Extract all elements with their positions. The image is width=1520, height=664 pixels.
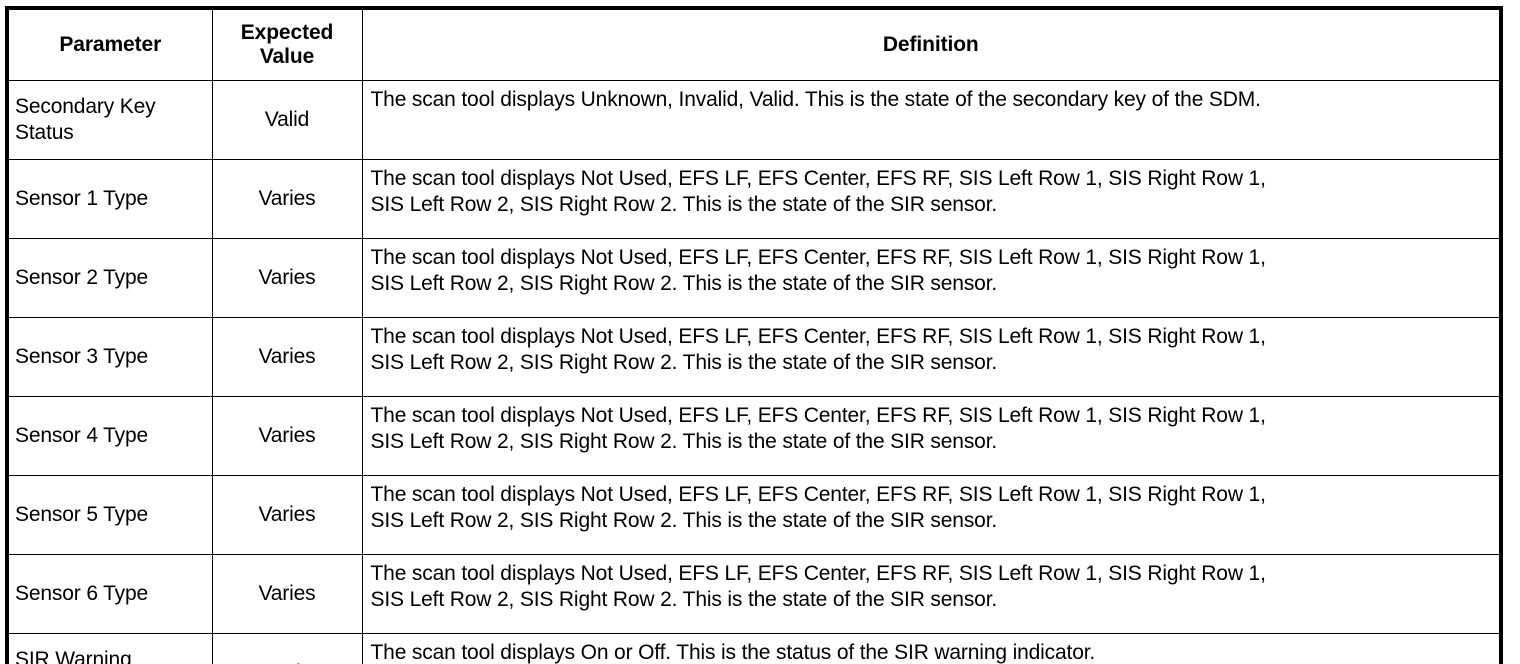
table-row: Sensor 3 Type Varies The scan tool displ…	[6, 317, 1502, 397]
cell-expected-value: Varies	[211, 475, 363, 555]
cell-definition: The scan tool displays On or Off. This i…	[361, 633, 1502, 664]
table-row: SIR Warning Indicator Inactive The scan …	[6, 633, 1502, 664]
parameter-line-1: Sensor 5 Type	[15, 503, 149, 527]
cell-parameter: Sensor 1 Type	[6, 159, 213, 239]
parameter-line-1: Sensor 2 Type	[15, 266, 149, 290]
cell-definition: The scan tool displays Not Used, EFS LF,…	[361, 238, 1502, 318]
column-header-parameter: Parameter	[6, 7, 213, 81]
table-row: Secondary Key Status Valid The scan tool…	[6, 80, 1502, 160]
column-header-expected-value-line-1: Expected	[240, 21, 334, 45]
cell-parameter: Secondary Key Status	[6, 80, 213, 160]
parameter-line-2: Status	[15, 121, 74, 144]
cell-expected-value: Varies	[211, 317, 363, 397]
table-header-row: Parameter Expected Value Definition	[6, 7, 1502, 81]
definition-line-1: The scan tool displays Not Used, EFS LF,…	[370, 167, 1266, 190]
table-body: Secondary Key Status Valid The scan tool…	[6, 80, 1502, 664]
cell-expected-value: Varies	[211, 396, 363, 476]
column-header-expected-value-line-2: Value	[259, 45, 315, 68]
definition-line-2: SIS Left Row 2, SIS Right Row 2. This is…	[370, 429, 998, 453]
cell-parameter: Sensor 4 Type	[6, 396, 213, 476]
table-row: Sensor 4 Type Varies The scan tool displ…	[6, 396, 1502, 476]
definition-line-1: The scan tool displays Not Used, EFS LF,…	[370, 325, 1266, 348]
column-header-definition: Definition	[361, 7, 1502, 81]
cell-definition: The scan tool displays Not Used, EFS LF,…	[361, 317, 1502, 397]
definition-line-1: The scan tool displays Not Used, EFS LF,…	[370, 246, 1266, 269]
table-row: Sensor 5 Type Varies The scan tool displ…	[6, 475, 1502, 555]
cell-parameter: SIR Warning Indicator	[6, 633, 213, 664]
definition-line-2: SIS Left Row 2, SIS Right Row 2. This is…	[370, 508, 998, 532]
definition-line-2: SIS Left Row 2, SIS Right Row 2. This is…	[370, 350, 998, 374]
cell-parameter: Sensor 6 Type	[6, 554, 213, 634]
cell-expected-value: Inactive	[211, 633, 363, 664]
parameter-line-1: Secondary Key	[15, 95, 156, 119]
definition-line-2: SIS Left Row 2, SIS Right Row 2. This is…	[370, 192, 998, 216]
parameter-line-1: SIR Warning	[15, 648, 132, 664]
cell-parameter: Sensor 3 Type	[6, 317, 213, 397]
table-row: Sensor 1 Type Varies The scan tool displ…	[6, 159, 1502, 239]
parameter-line-1: Sensor 6 Type	[15, 582, 149, 606]
cell-expected-value: Varies	[211, 554, 363, 634]
definition-line-1: The scan tool displays Not Used, EFS LF,…	[370, 483, 1266, 506]
parameter-line-1: Sensor 1 Type	[15, 187, 149, 211]
parameter-specification-table: Parameter Expected Value Definition Seco…	[5, 6, 1503, 664]
parameter-line-1: Sensor 3 Type	[15, 345, 149, 369]
cell-definition: The scan tool displays Not Used, EFS LF,…	[361, 554, 1502, 634]
parameter-line-1: Sensor 4 Type	[15, 424, 149, 448]
cell-definition: The scan tool displays Not Used, EFS LF,…	[361, 159, 1502, 239]
column-header-expected-value: Expected Value	[211, 7, 363, 81]
table-row: Sensor 6 Type Varies The scan tool displ…	[6, 554, 1502, 634]
cell-expected-value: Valid	[211, 80, 363, 160]
definition-line-2: SIS Left Row 2, SIS Right Row 2. This is…	[370, 587, 998, 611]
definition-line-1: The scan tool displays Not Used, EFS LF,…	[370, 404, 1266, 427]
cell-definition: The scan tool displays Unknown, Invalid,…	[361, 80, 1502, 160]
cell-definition: The scan tool displays Not Used, EFS LF,…	[361, 396, 1502, 476]
cell-definition: The scan tool displays Not Used, EFS LF,…	[361, 475, 1502, 555]
table-header: Parameter Expected Value Definition	[6, 7, 1502, 81]
cell-parameter: Sensor 2 Type	[6, 238, 213, 318]
definition-line-1: The scan tool displays Unknown, Invalid,…	[370, 88, 1261, 111]
table-row: Sensor 2 Type Varies The scan tool displ…	[6, 238, 1502, 318]
cell-expected-value: Varies	[211, 238, 363, 318]
definition-line-2: SIS Left Row 2, SIS Right Row 2. This is…	[370, 271, 998, 295]
definition-line-1: The scan tool displays On or Off. This i…	[370, 641, 1096, 664]
definition-line-1: The scan tool displays Not Used, EFS LF,…	[370, 562, 1266, 585]
cell-expected-value: Varies	[211, 159, 363, 239]
cell-parameter: Sensor 5 Type	[6, 475, 213, 555]
